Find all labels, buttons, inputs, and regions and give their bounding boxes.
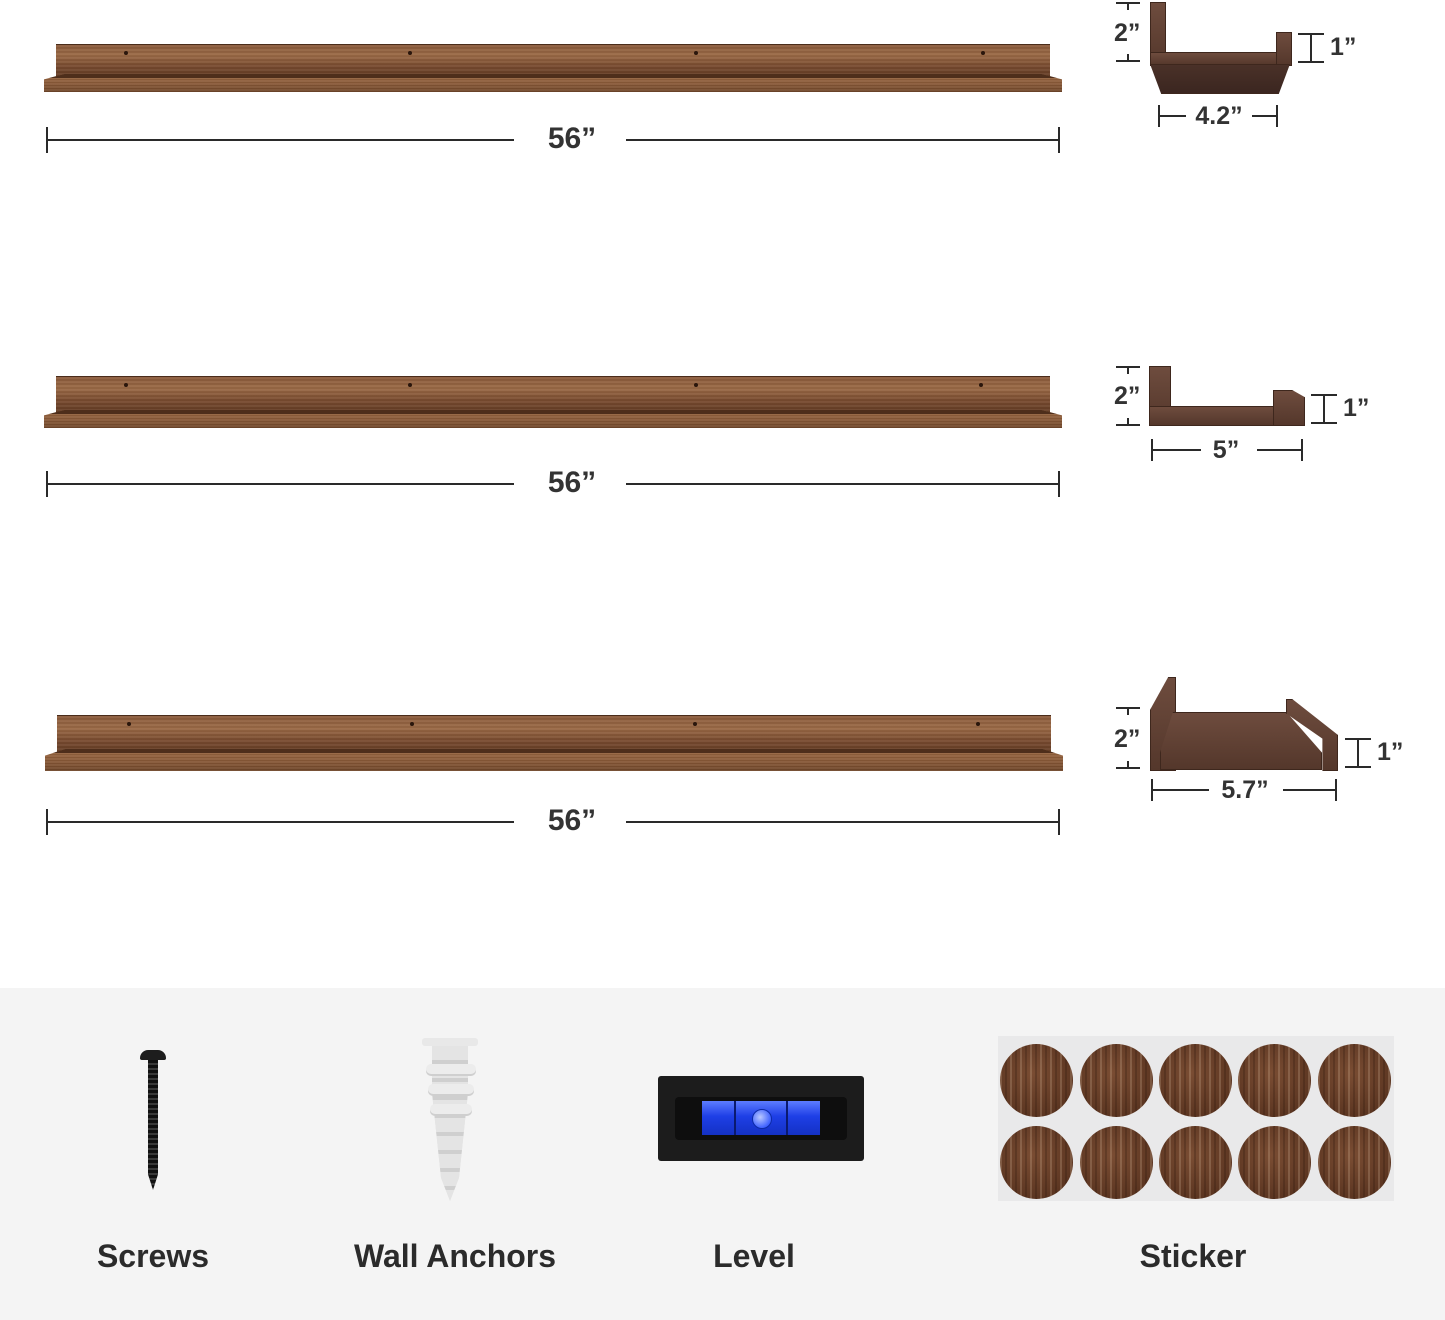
back-height-label: 2”: [1114, 19, 1141, 47]
lip-height-label: 1”: [1330, 33, 1357, 61]
depth-dimension: 5.7”: [1151, 776, 1337, 804]
accessory-label-sticker: Sticker: [1139, 1238, 1247, 1274]
lip-height-dimension: 1”: [1345, 738, 1403, 768]
mounting-hole: [979, 383, 983, 387]
mounting-hole: [694, 51, 698, 55]
shelf-lip: [44, 74, 1062, 92]
shelf-lip: [44, 410, 1062, 428]
shelf-back-panel: [56, 44, 1050, 79]
back-height-dimension: 2”: [1114, 366, 1141, 426]
shelf-length-label: 56”: [547, 804, 597, 837]
shelf-3-length-dimension: 56”: [46, 804, 1060, 837]
shelf-1-profile-view: [1148, 2, 1293, 94]
lip-height-label: 1”: [1377, 738, 1404, 766]
mounting-hole: [410, 722, 414, 726]
shelf-3-front-view: [45, 715, 1063, 771]
back-height-label: 2”: [1114, 725, 1141, 753]
dimension-cap: [1058, 127, 1060, 153]
bubble-level-icon: [658, 1076, 864, 1161]
back-height-dimension: 2”: [1114, 707, 1141, 769]
shelf-2-profile-view: [1149, 366, 1305, 426]
mounting-hole: [124, 51, 128, 55]
mounting-hole: [976, 722, 980, 726]
back-height-label: 2”: [1114, 382, 1141, 410]
back-height-dimension: 2”: [1114, 2, 1141, 62]
screw-icon: [140, 1050, 166, 1200]
lip-height-dimension: 1”: [1298, 33, 1356, 63]
lip-height-dimension: 1”: [1311, 394, 1369, 424]
profile-front-lip: [1273, 390, 1305, 426]
mounting-hole: [694, 383, 698, 387]
mounting-hole: [127, 722, 131, 726]
shelf-3-profile-view: [1150, 677, 1338, 771]
lip-height-label: 1”: [1343, 394, 1370, 422]
profile-front-face: [1150, 64, 1290, 94]
shelf-back-panel: [56, 376, 1050, 415]
shelf-length-label: 56”: [547, 466, 597, 499]
shelf-2-front-view: [44, 376, 1062, 428]
mounting-hole: [981, 51, 985, 55]
accessory-label-level: Level: [713, 1238, 795, 1274]
profile-front-lip: [1276, 32, 1292, 66]
depth-label: 4.2”: [1195, 102, 1243, 130]
dimension-line: [626, 139, 1060, 141]
mounting-hole: [124, 383, 128, 387]
depth-label: 5”: [1212, 436, 1240, 464]
shelf-2-length-dimension: 56”: [46, 466, 1060, 499]
shelf-length-label: 56”: [547, 122, 597, 155]
shelf-1-length-dimension: 56”: [46, 122, 1060, 155]
wood-sticker-sheet-icon: [998, 1036, 1394, 1201]
shelf-lip: [45, 749, 1063, 771]
mounting-hole: [408, 51, 412, 55]
depth-dimension: 4.2”: [1158, 102, 1278, 130]
dimension-line: [46, 139, 514, 141]
profile-base: [1150, 52, 1292, 66]
mounting-hole: [693, 722, 697, 726]
depth-label: 5.7”: [1221, 776, 1269, 804]
accessory-label-screws: Screws: [96, 1238, 210, 1274]
mounting-hole: [408, 383, 412, 387]
wall-anchor-icon: [422, 1038, 478, 1203]
included-accessories-panel: Screws Wall Anchors Level Sticker: [0, 988, 1445, 1320]
accessory-label-wall-anchors: Wall Anchors: [353, 1238, 557, 1274]
depth-dimension: 5”: [1151, 436, 1303, 464]
shelf-1-front-view: [44, 44, 1062, 92]
